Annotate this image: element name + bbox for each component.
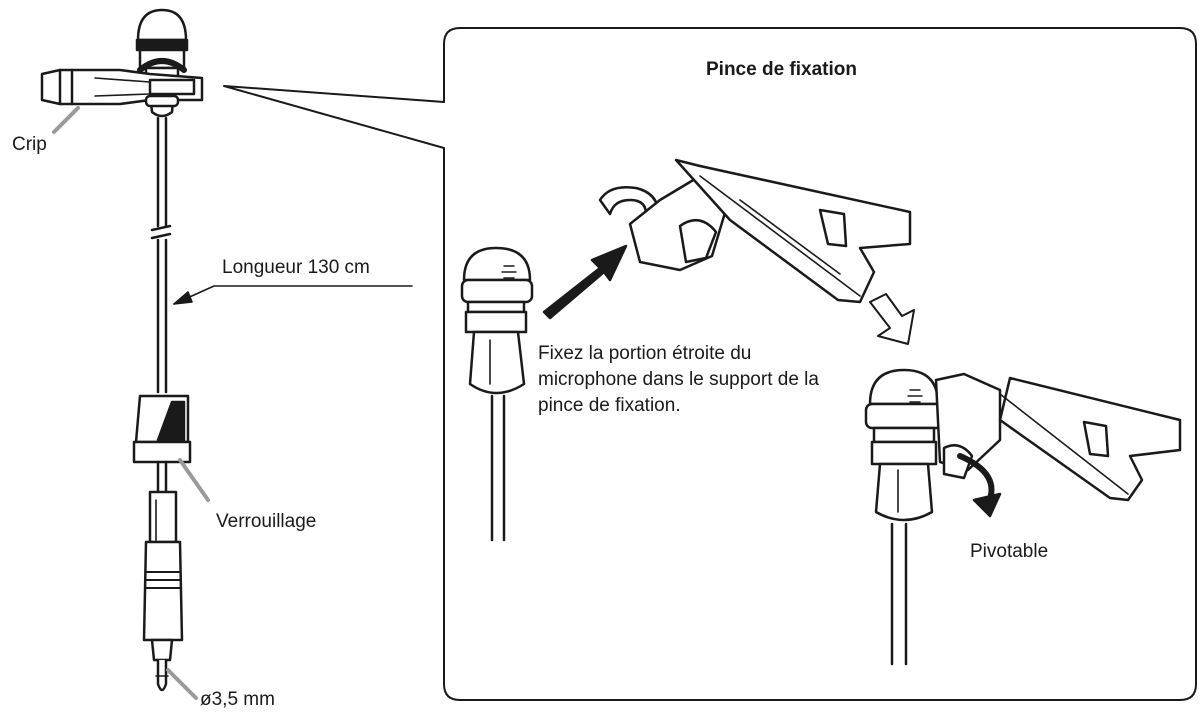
insert-arrow-icon (542, 244, 628, 320)
step-arrow-icon (869, 293, 915, 345)
length-pointer (173, 285, 413, 305)
clip-label: Crip (12, 134, 47, 155)
assembled-microphone (864, 368, 944, 666)
instruction-text: Fixez la portion étroite du microphone d… (538, 343, 819, 416)
clip-holder-top (598, 158, 912, 304)
panel-title: Pince de fixation (706, 59, 857, 80)
detached-microphone (460, 246, 534, 542)
swivel-label: Pivotable (970, 541, 1049, 562)
length-label: Longueur 130 cm (222, 257, 370, 278)
lock-ring-icon (132, 394, 192, 464)
leader-lines (52, 106, 210, 700)
rotate-arrow-icon (957, 453, 1002, 518)
microphone-assembly (40, 8, 204, 692)
clip-holder-bottom (934, 372, 1182, 502)
cable-icon (150, 116, 172, 394)
lock-label: Verrouillage (216, 511, 317, 532)
plug-size-label: ø3,5 mm (200, 689, 275, 710)
clip-icon (40, 58, 204, 108)
plug-icon (142, 460, 184, 692)
callout-panel (223, 27, 1197, 701)
